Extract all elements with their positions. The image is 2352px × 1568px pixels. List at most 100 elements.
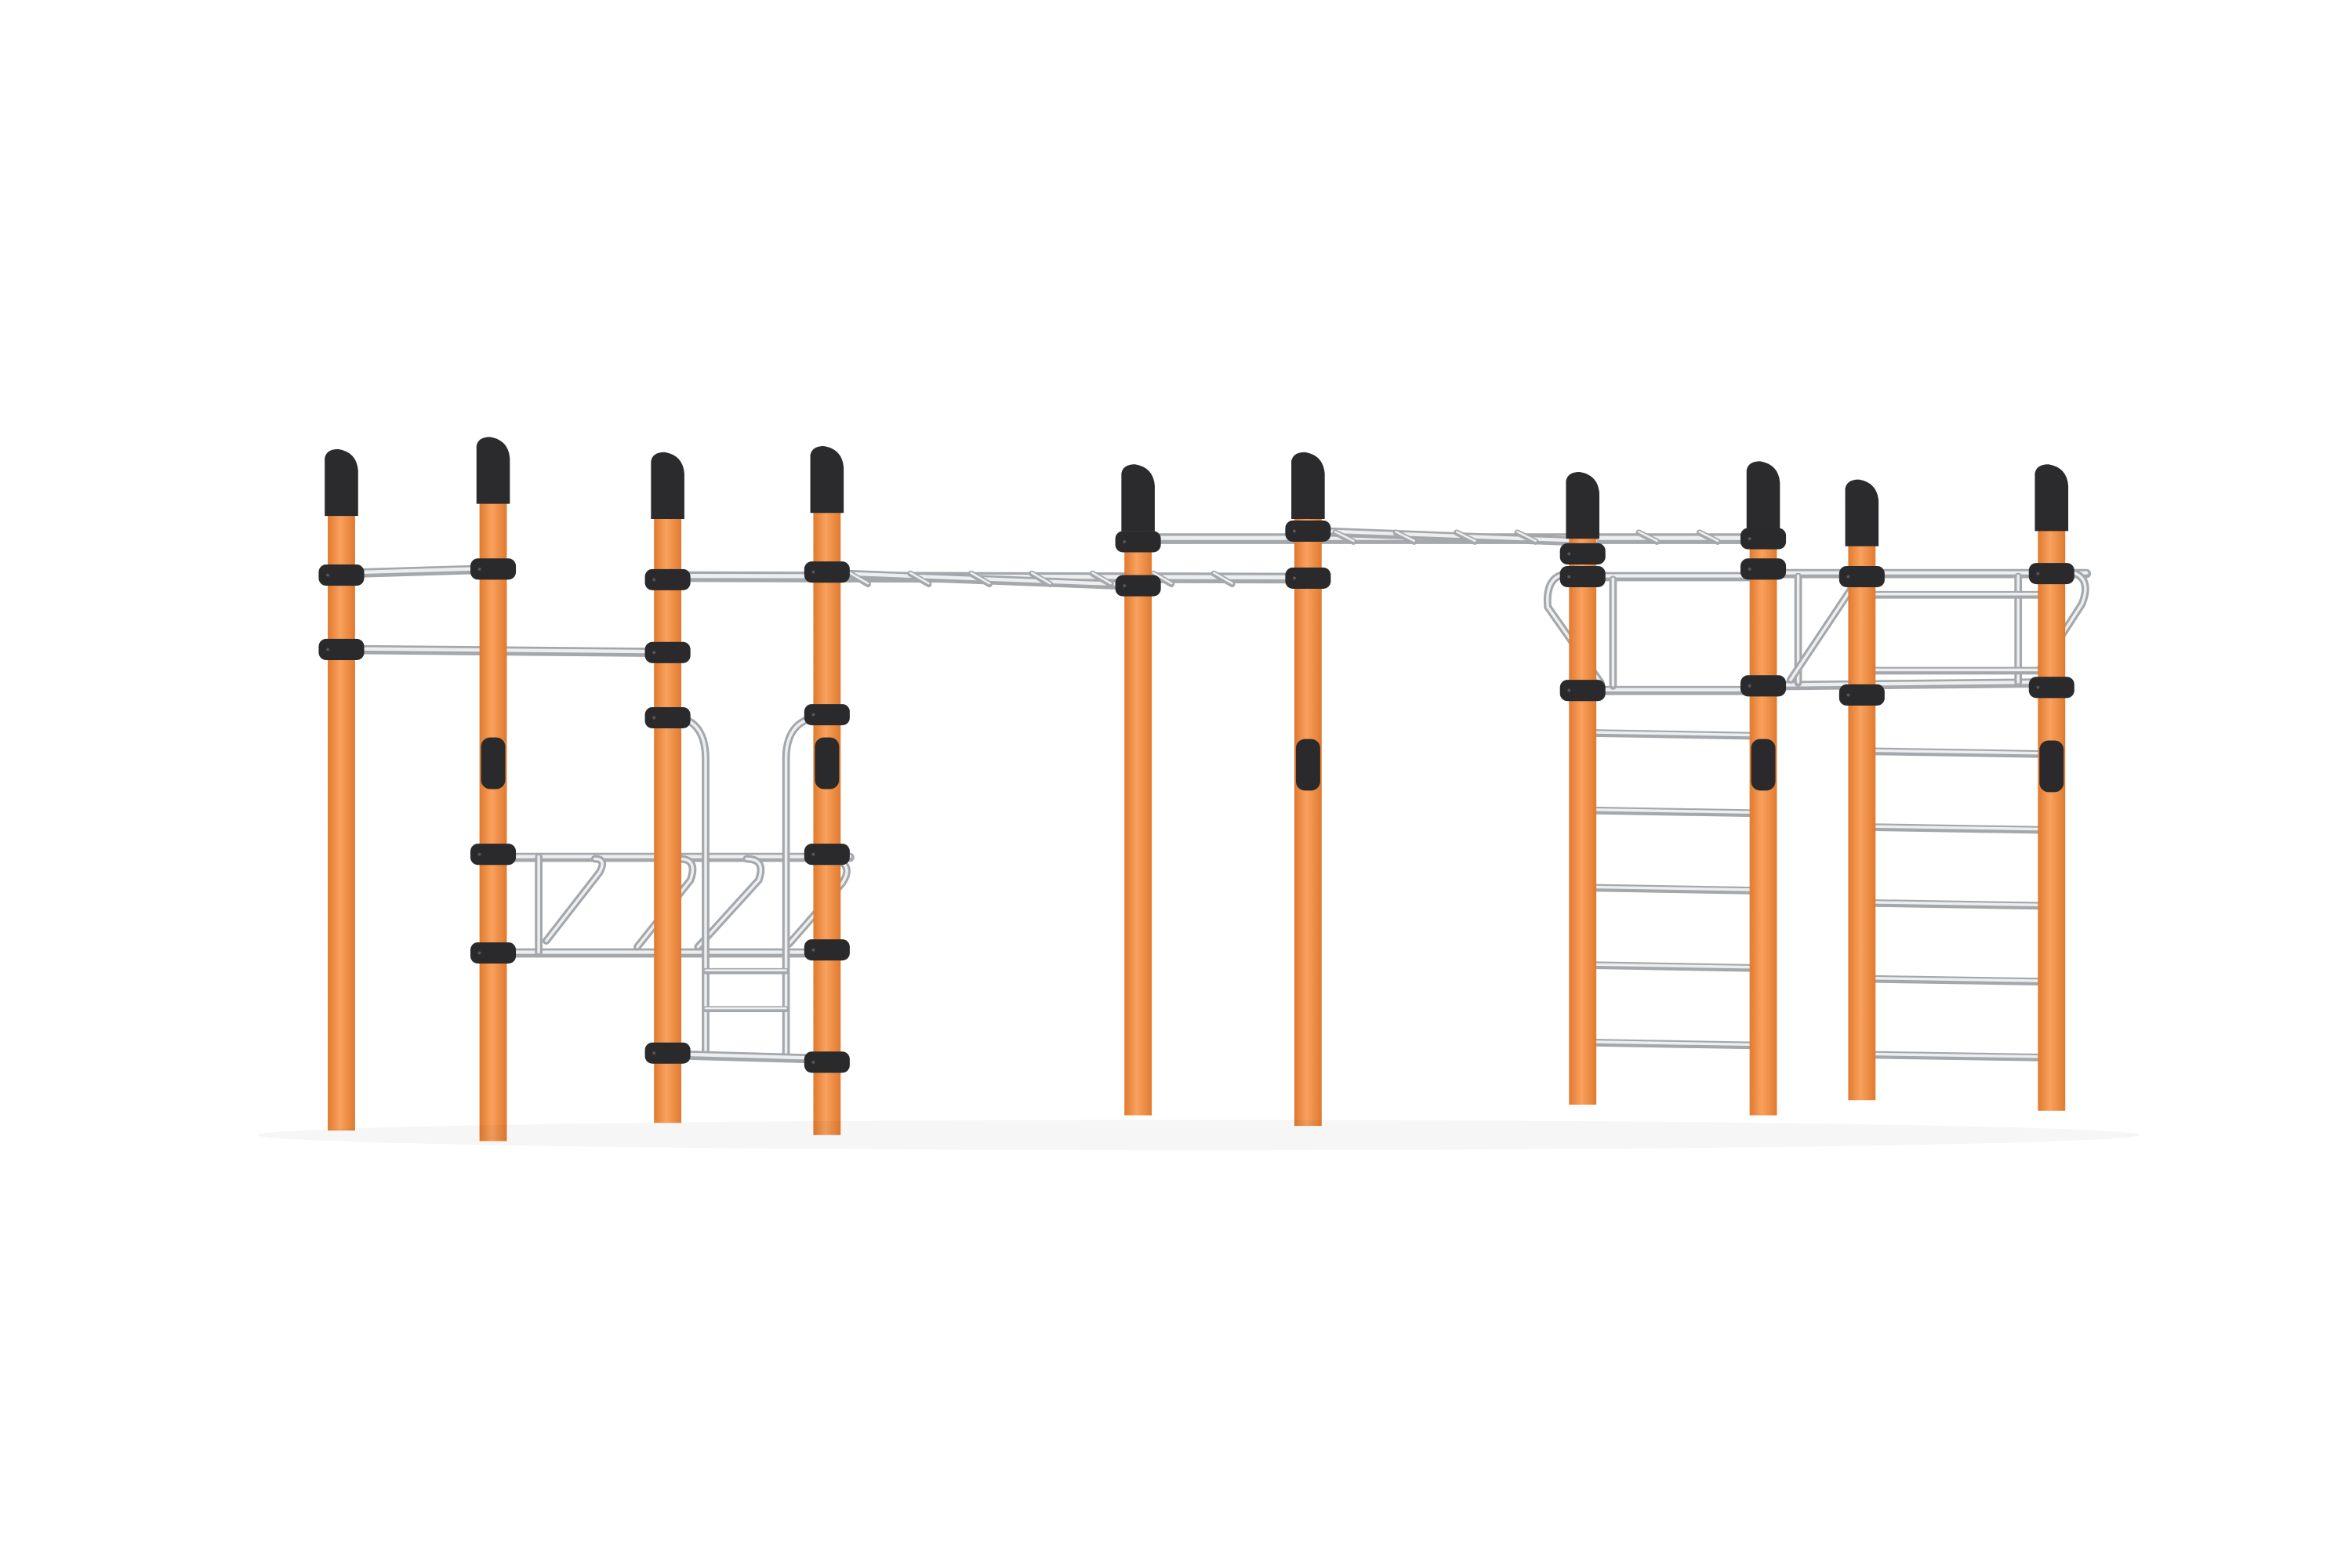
post-4 [813,482,841,1135]
bar-clamp [318,564,365,586]
bar-clamp-bolt [1292,576,1296,580]
post-1 [328,485,355,1131]
monkey-bar-rung-shine [1030,572,1051,585]
post-bracket [2039,740,2064,793]
post-6-cap [1291,452,1325,519]
post-3 [654,488,682,1123]
post-5 [1124,500,1152,1116]
monkey-bar-rung-shine [909,572,930,585]
wall-bar-rung-shine [1584,808,1762,815]
bar-clamp [2028,677,2074,699]
bar-clamp [1115,575,1161,597]
bar-clamp-bolt [811,948,815,952]
post-2-cap [476,437,510,504]
bar-clamp-bolt [1567,688,1571,692]
bar-clamp [1740,558,1787,580]
bar-clamp-bolt [1567,575,1571,579]
monkey-bar-rung-shine [1091,572,1112,585]
bar-clamp [470,942,517,964]
monkey-bar-rung-shine [1152,572,1173,585]
wall-bar-rung-shine [1857,749,2050,755]
monkey-bar-upper-rung-shine [1698,531,1719,543]
bar-clamp [1559,565,1606,588]
bar-clamp-bolt [326,573,330,577]
bar-clamp [804,939,850,961]
dip-diagonal-shine [545,857,604,942]
monkey-bar-rung-shine [848,572,869,585]
post-bracket [1751,739,1776,791]
bar-clamp-bolt [652,651,656,655]
post-7 [1569,508,1597,1105]
bar-clamp-bolt [1846,575,1850,579]
bar-clamp [470,558,517,580]
bar-clamp [1559,680,1606,702]
ground-shadow [258,1120,2140,1150]
bar-clamp-bolt [1748,567,1751,571]
pullup-bar-left-upper-shine [339,566,495,575]
bar-clamp [470,844,517,866]
bar-clamp-bolt [326,648,330,652]
monkey-bar-upper-rail-back-shine [1303,528,1588,543]
post-9 [1848,516,1876,1101]
bar-clamp-bolt [477,567,481,571]
bar-clamp [644,568,691,590]
bar-clamp [644,1042,691,1064]
bar-clamp-bolt [2036,685,2040,689]
bar-clamp [1740,675,1787,697]
bar-clamp [1838,684,1885,706]
bar-clamp [804,561,850,583]
bar-clamp [644,706,691,729]
bar-clamp-bolt [1748,684,1751,688]
bar-clamp [1115,531,1161,553]
post-7-cap [1566,471,1600,539]
wall-bar-rung-shine [1584,1040,1762,1047]
monkey-bar-upper-rung-shine [1395,531,1416,543]
monkey-bar-upper-rung-shine [1455,531,1476,543]
dip-bar-angle-shine [1789,583,1856,681]
bar-clamp-bolt [652,1051,656,1055]
post-8 [1749,497,1777,1116]
monkey-bar-upper-rung-shine [1638,531,1658,543]
post-5-cap [1121,464,1155,532]
monkey-bar-rung-shine [970,572,991,585]
bar-clamp-bolt [652,716,656,720]
post-bracket [1295,739,1320,791]
bar-clamp-bolt [811,713,815,717]
post-8-cap [1746,461,1780,528]
wall-bar-rung-shine [1584,963,1762,969]
wall-bar-rung-shine [1857,825,2050,831]
bottom-rail-shine [666,1051,829,1061]
bar-clamp-bolt [811,1060,815,1064]
post-4-cap [810,446,844,514]
bar-clamp-bolt [1123,539,1127,543]
monkey-bar-rung-shine [1213,572,1233,585]
post-3-cap [651,452,684,519]
bar-clamp-bolt [477,951,481,955]
bar-clamp [804,704,850,726]
bar-clamp [1740,528,1787,550]
bar-clamp-bolt [1292,529,1296,533]
bar-clamp-bolt [1567,552,1571,556]
bar-clamp-bolt [811,570,815,574]
post-10-cap [2034,464,2069,532]
post-10 [2038,500,2066,1111]
bar-clamp [1838,565,1885,588]
bar-clamp-bolt [1748,537,1751,541]
bar-clamp [318,638,365,660]
bar-clamp [644,641,691,663]
wall-bar-rung-shine [1857,900,2050,907]
post-9-cap [1845,479,1879,546]
bar-clamp-bolt [477,852,481,856]
monkey-bar-upper-rung-shine [1334,531,1355,543]
bar-clamp [2028,563,2074,585]
post-6 [1294,488,1322,1127]
post-bracket [815,737,840,789]
post-1-cap [325,448,358,517]
dip-diagonal-shine [696,857,763,949]
post-bracket [481,737,506,789]
wall-bar-rung-shine [1857,976,2050,983]
bar-clamp-bolt [2036,572,2040,575]
dip-diagonal-shine [636,857,695,949]
